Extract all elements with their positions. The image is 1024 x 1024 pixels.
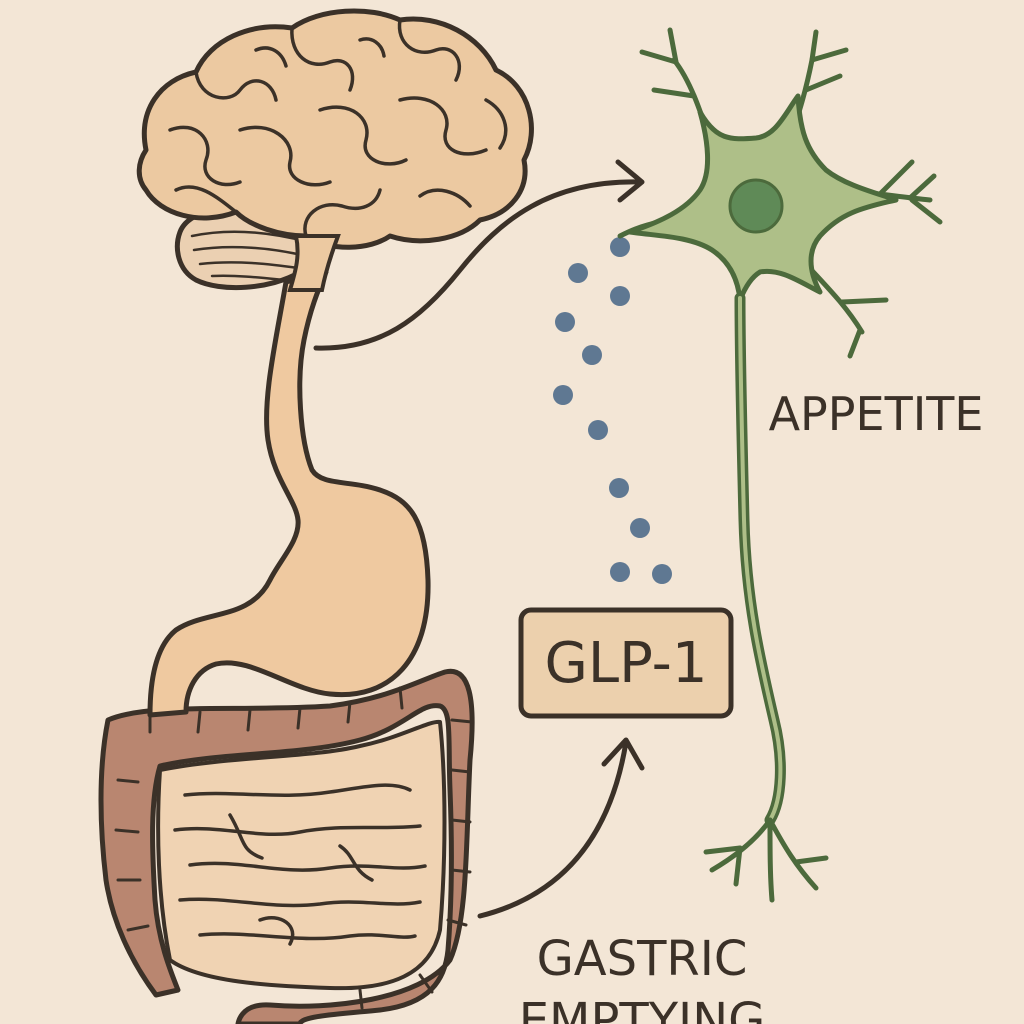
label-gastric: GASTRIC [537, 931, 748, 987]
label-appetite: APPETITE [769, 387, 984, 441]
digestive-tract-icon [98, 269, 475, 1024]
neuron-icon [617, 27, 943, 903]
brain-icon [136, 8, 534, 292]
neuron-axon-terminals [703, 817, 829, 903]
neuron-axon-core [738, 296, 783, 822]
large-intestine [98, 668, 475, 1024]
label-glp1: GLP-1 [545, 631, 708, 696]
glp1-label-box: GLP-1 [518, 607, 734, 719]
brain-gyri [168, 18, 508, 238]
glp1-molecule-dots [553, 237, 672, 584]
neuron-nucleus [728, 178, 784, 234]
arrow-intestine-to-glp1 [477, 737, 645, 919]
brainstem [287, 234, 341, 292]
colon-texture [114, 686, 474, 1010]
small-intestine-coils [173, 783, 427, 946]
esophagus-stomach [147, 269, 431, 718]
arrow-gut-to-brain-neuron [313, 159, 645, 351]
label-emptying: EMPTYING [519, 993, 766, 1024]
small-intestine [156, 719, 447, 991]
